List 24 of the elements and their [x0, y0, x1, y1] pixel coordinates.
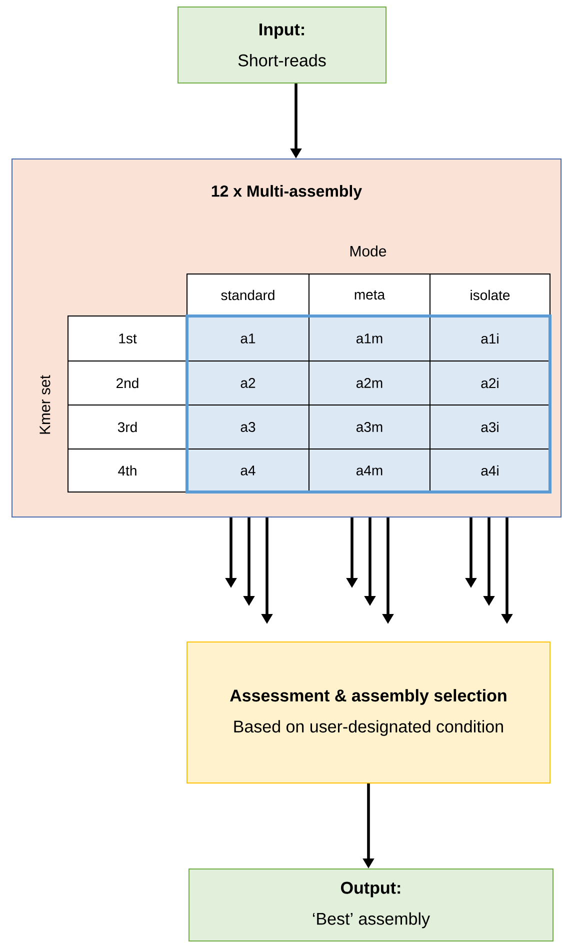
row-header: 3rd: [68, 404, 188, 450]
table-cell: a1m: [308, 316, 430, 362]
table-cell: a2: [186, 360, 310, 406]
column-header: isolate: [430, 274, 550, 316]
table-cell: a3: [186, 404, 310, 450]
table-cell: a3m: [308, 404, 430, 450]
input-box: Input: Short-reads: [178, 6, 386, 84]
axis-label: Mode: [350, 246, 386, 257]
table-cell: a4i: [430, 448, 550, 492]
row-header: 1st: [68, 316, 188, 362]
table-cell: a4m: [308, 448, 430, 492]
table-cell: a2m: [308, 360, 430, 406]
assessment-box: Assessment & assembly selection Based on user-designated condition: [186, 642, 550, 784]
row-header: 4th: [68, 448, 188, 492]
column-header: meta: [308, 274, 430, 316]
table-cell: a4: [186, 448, 310, 492]
row-header: 2nd: [68, 360, 188, 406]
column-header: standard: [186, 274, 310, 316]
table-cell: a1: [186, 316, 310, 362]
table-cell: a3i: [430, 404, 550, 450]
table-cell: a2i: [430, 360, 550, 406]
axis-label: Kmer set: [40, 375, 50, 434]
table-cell: a1i: [430, 316, 550, 362]
output-box: Output: ‘Best’ assembly: [188, 868, 554, 942]
